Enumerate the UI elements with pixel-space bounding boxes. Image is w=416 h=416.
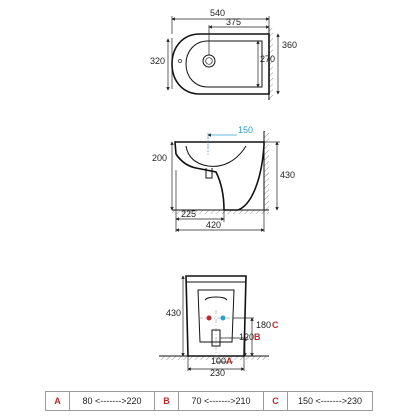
dim-120: 120 [239,332,254,342]
dim-270: 270 [260,54,275,64]
overflow-hole-icon [178,59,182,63]
legend-code-a: A [44,391,71,411]
dim-150: 150 [238,125,253,135]
dim-230: 230 [210,368,225,378]
dim-180: 180 [256,320,271,330]
bidet-side-outline [174,141,265,211]
back-view: 430 180 C 120 B 100 A 230 [159,275,279,378]
bidet-top-outline [171,33,270,95]
legend-code-b: B [153,391,180,411]
dim-360: 360 [282,40,297,50]
dim-430-side: 430 [280,170,295,180]
wall-hatch [269,28,273,100]
cold-supply-icon [220,315,226,321]
dim-420: 420 [206,220,221,230]
bidet-top-bowl [185,40,263,88]
dim-200: 200 [152,153,167,163]
hot-supply-icon [206,315,212,321]
code-a: A [226,356,233,366]
top-view: 540 375 320 360 270 [150,8,297,100]
legend-code-c: C [262,391,289,411]
legend-range-b: 70 <------->210 [178,391,264,411]
adjustment-legend-table: A 80 <------->220 B 70 <------->210 C 15… [44,391,373,411]
code-b: B [254,332,261,342]
dim-540: 540 [210,8,225,18]
legend-range-a: 80 <------->220 [69,391,155,411]
dim-375: 375 [226,17,241,27]
code-c: C [272,320,279,330]
tap-hole-icon [202,54,216,68]
side-view: 150 200 430 225 420 [152,125,295,232]
dim-430-back: 430 [166,308,181,318]
dim-225: 225 [181,209,196,219]
dim-320: 320 [150,56,165,66]
legend-range-c: 150 <------->230 [287,391,373,411]
dim-100: 100 [211,356,226,366]
